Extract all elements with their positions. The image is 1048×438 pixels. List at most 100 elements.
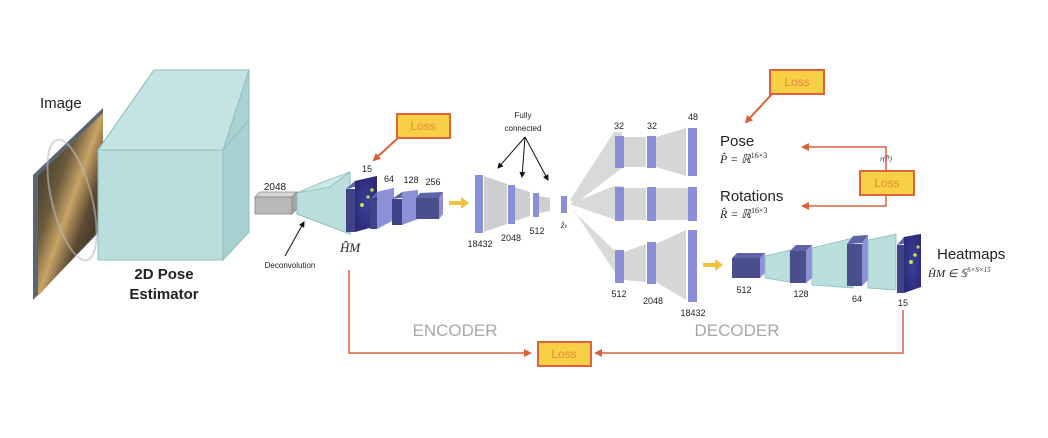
heatmap-blob: [913, 253, 917, 257]
loss-box-reconstruction: Loss: [537, 341, 592, 367]
decoder-fc-branches: 32 32 48 512 2048 18432: [570, 112, 706, 318]
estimator-side: [222, 118, 250, 262]
deconv-teal: [867, 233, 897, 291]
rotation-to-rot-arrow: [801, 196, 887, 210]
fc-title-line1: Fully: [515, 111, 532, 120]
d64-side: [862, 235, 868, 286]
fc-trap: [624, 244, 646, 282]
estimator-label-line2: Estimator: [129, 286, 198, 303]
loss-box-bg: [769, 69, 825, 95]
dec-size-label: 512: [611, 289, 626, 299]
pose-title: Pose: [720, 133, 754, 150]
latent-bar: [561, 196, 567, 213]
heatmaps-formula: ĤM ∈ 𝕊S×S×15: [927, 266, 991, 280]
dec-bar: [615, 136, 624, 168]
estimator-top: [97, 69, 250, 151]
rotations-formula: R̂ = ℝ16×3: [719, 206, 767, 221]
c64-side: [377, 188, 394, 229]
hm-block-front: [346, 189, 355, 232]
deconv-channel-label: 128: [793, 289, 808, 299]
d15-front: [897, 245, 904, 293]
d64-top: [847, 235, 868, 244]
fanout-top: [570, 132, 622, 204]
fc-pointer-arrow: [519, 136, 526, 178]
c256-top: [416, 192, 443, 198]
encoder-fc-stack: 18432 2048 512 ẑₜ Fully connected: [467, 111, 567, 249]
input-image-panel: Image: [33, 95, 103, 300]
c128-side: [402, 190, 418, 225]
heatmap-blob: [916, 245, 920, 249]
fc-bar-512: [533, 193, 539, 217]
outputs: Pose P̂ = ℝ16×3 Rotations R̂ = ℝ16×3 Hea…: [719, 133, 1005, 280]
loss-box-bg: [859, 170, 915, 196]
loss-box-bg: [537, 341, 592, 367]
d15-side: [904, 234, 921, 293]
d512-side: [760, 253, 765, 278]
yellow-arrow-decoder: [703, 259, 723, 271]
deconv-teal: [811, 237, 854, 289]
loss-box-bg: [396, 113, 451, 139]
fc-trap: [484, 176, 507, 232]
pose-formula-lhs: P̂ = ℝ: [719, 152, 751, 166]
dec-bar: [688, 230, 697, 302]
heatmap-loss-arrow: [372, 137, 399, 162]
deconv-teal: [764, 249, 791, 283]
fc-trap: [624, 137, 646, 167]
enc-channel-label: 256: [425, 177, 440, 187]
fc-pointer-arrow: [524, 136, 549, 181]
c64-front: [370, 199, 377, 229]
fc-trap: [656, 128, 686, 176]
input-image: [38, 113, 103, 296]
encoder-conv-stack: 15 64 128 256 ĤM: [339, 164, 443, 255]
d512-top: [732, 253, 765, 258]
heatmap-blob: [370, 188, 374, 192]
pose-formula-exp: 16×3: [751, 151, 768, 160]
decoder-deconv-stack: 512 128 64 15: [732, 233, 921, 308]
feature-size-label: 2048: [264, 182, 287, 193]
fanout-middle: [570, 186, 622, 222]
loss-label: Loss: [410, 119, 435, 133]
loss-label: Loss: [551, 347, 576, 361]
decoded-heatmap-to-loss-line: [594, 310, 904, 357]
deconv-channel-label: 64: [852, 294, 862, 304]
heatmaps-formula-exp: S×S×15: [967, 266, 991, 274]
fc-trap: [624, 188, 646, 220]
loss-box-pose: Loss: [769, 69, 825, 95]
dec-bar: [688, 128, 697, 176]
rotations-formula-lhs: R̂ = ℝ: [719, 207, 751, 221]
enc-channel-label: 128: [403, 175, 418, 185]
heatmaps-formula-lhs: ĤM ∈ 𝕊: [927, 268, 968, 280]
d128-front: [790, 251, 806, 283]
d128-top: [790, 245, 812, 251]
yellow-arrow-shaft: [703, 263, 715, 267]
dec-size-label: 2048: [643, 296, 663, 306]
deconv-channel-label: 512: [736, 285, 751, 295]
loss-box-heatmap: Loss: [396, 113, 451, 139]
deconv-label: Deconvolution: [265, 261, 316, 270]
fc-trap: [656, 230, 686, 300]
estimator-label-line1: 2D Pose: [134, 266, 193, 283]
deconv-pointer-arrow: [284, 221, 305, 257]
deconvolution-block: Deconvolution: [265, 171, 351, 270]
dec-bar: [647, 187, 656, 221]
heatmap-blob: [360, 203, 364, 207]
loss-box-rotation: Loss: [859, 170, 915, 196]
dec-bar: [615, 187, 624, 221]
yellow-arrow-shaft: [449, 201, 461, 205]
deconv-top: [296, 171, 351, 194]
dec-size-label: 48: [688, 112, 698, 122]
pose-estimator-block: 2D Pose Estimator: [97, 68, 250, 303]
d128-side: [806, 245, 812, 283]
fc-trap: [512, 186, 530, 222]
yellow-arrow-head: [461, 197, 469, 209]
encoder-section-label: ENCODER: [412, 321, 497, 340]
latent-label: ẑₜ: [560, 220, 568, 230]
pose-loss-arrow: [744, 92, 774, 124]
fc-size-label: 18432: [467, 239, 492, 249]
dec-bar: [688, 187, 697, 221]
pose-formula: P̂ = ℝ16×3: [719, 151, 767, 166]
loss-connectors: [348, 92, 904, 357]
estimator-front-face: [97, 149, 224, 261]
dec-bar: [647, 136, 656, 168]
